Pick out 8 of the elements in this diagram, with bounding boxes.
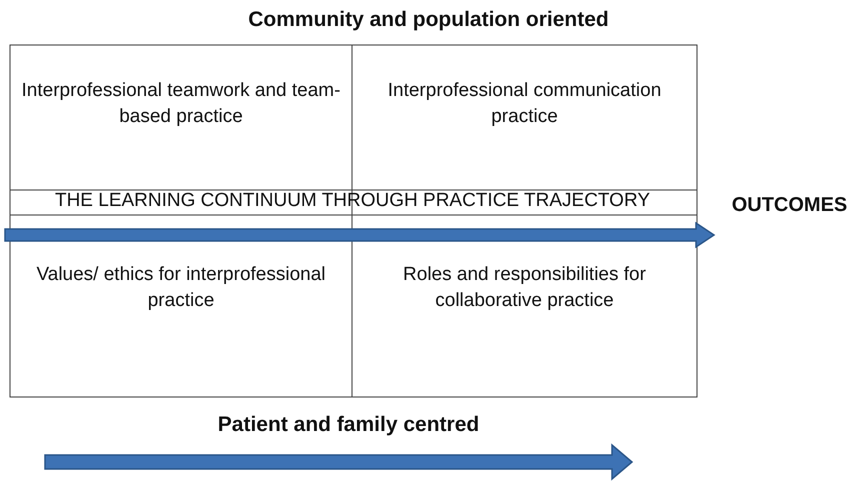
competency-text: Interprofessional teamwork and team-based practice — [20, 79, 342, 129]
column-heading: Community and population oriented — [248, 8, 609, 32]
competency-text: Interprofessional communication practice — [386, 79, 662, 129]
arrow — [4, 222, 716, 248]
outcomes-label: OUTCOMES — [732, 193, 848, 218]
competency-text: Values/ ethics for interprofessional practice — [35, 263, 327, 313]
column-heading: Patient and family centred — [218, 413, 480, 437]
competency-text: Roles and responsibilities for collaborative practice — [402, 263, 647, 313]
